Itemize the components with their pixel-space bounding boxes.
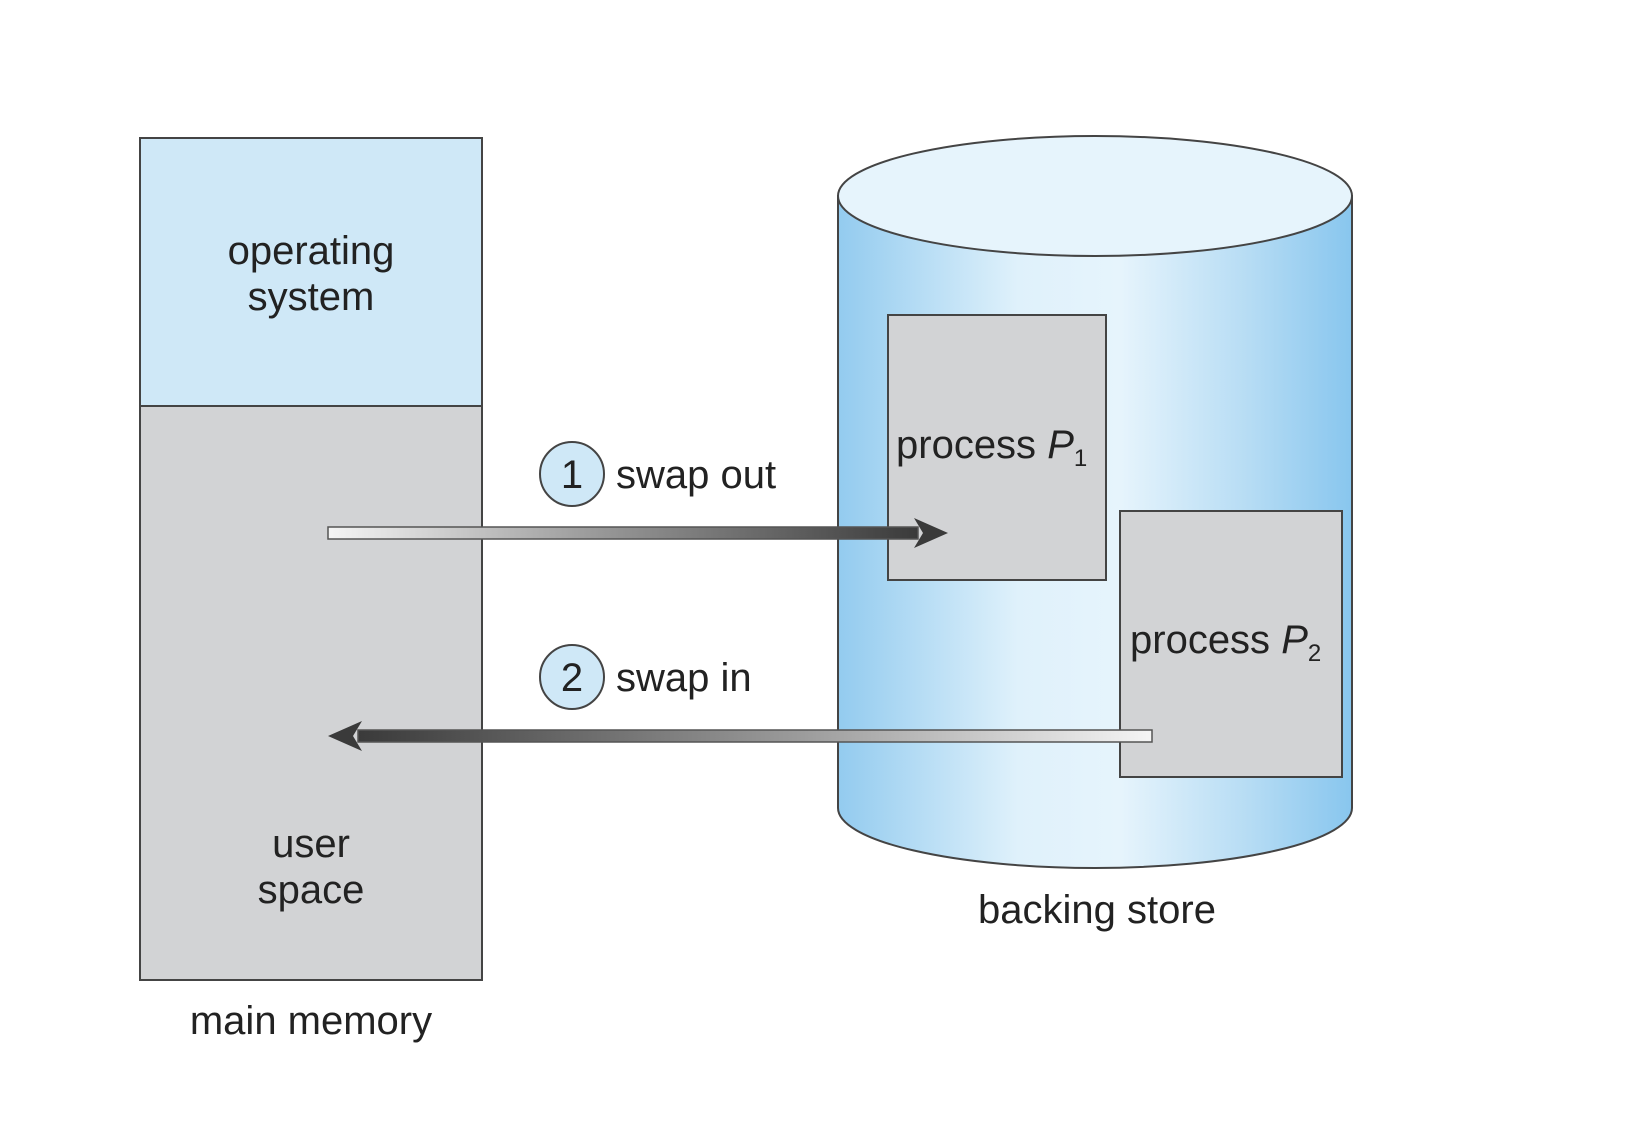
step-2-number: 2 <box>561 656 583 700</box>
swap-in-arrowhead <box>328 721 362 751</box>
os-label-line1: operating <box>228 229 395 273</box>
step-1: 1 swap out <box>539 441 776 507</box>
process-p2-box: process P2 <box>1119 510 1343 778</box>
swap-out-arrow <box>327 518 948 548</box>
step-1-badge <box>539 441 605 507</box>
process-p1-box: process P1 <box>887 314 1107 581</box>
user-space-region <box>139 405 483 981</box>
process-p1-label: process P1 <box>896 423 1087 472</box>
main-memory: operating system user space main memory <box>139 137 483 1043</box>
backing-store-caption: backing store <box>978 888 1216 932</box>
step-2-badge <box>539 644 605 710</box>
step-1-label: swap out <box>616 453 776 497</box>
swap-out-arrowhead <box>914 518 948 548</box>
os-region <box>139 137 483 407</box>
user-space-label-line1: user <box>272 822 350 866</box>
cylinder-top <box>837 135 1353 257</box>
step-2-label: swap in <box>616 656 752 700</box>
swap-in-arrow <box>328 721 1153 751</box>
step-1-number: 1 <box>561 453 583 497</box>
backing-store: process P1 process P2 backing store <box>837 135 1353 932</box>
user-space-label-line2: space <box>258 868 365 912</box>
step-2: 2 swap in <box>539 644 752 710</box>
main-memory-caption: main memory <box>190 999 432 1043</box>
process-p2-label: process P2 <box>1130 618 1321 667</box>
os-label-line2: system <box>248 275 375 319</box>
